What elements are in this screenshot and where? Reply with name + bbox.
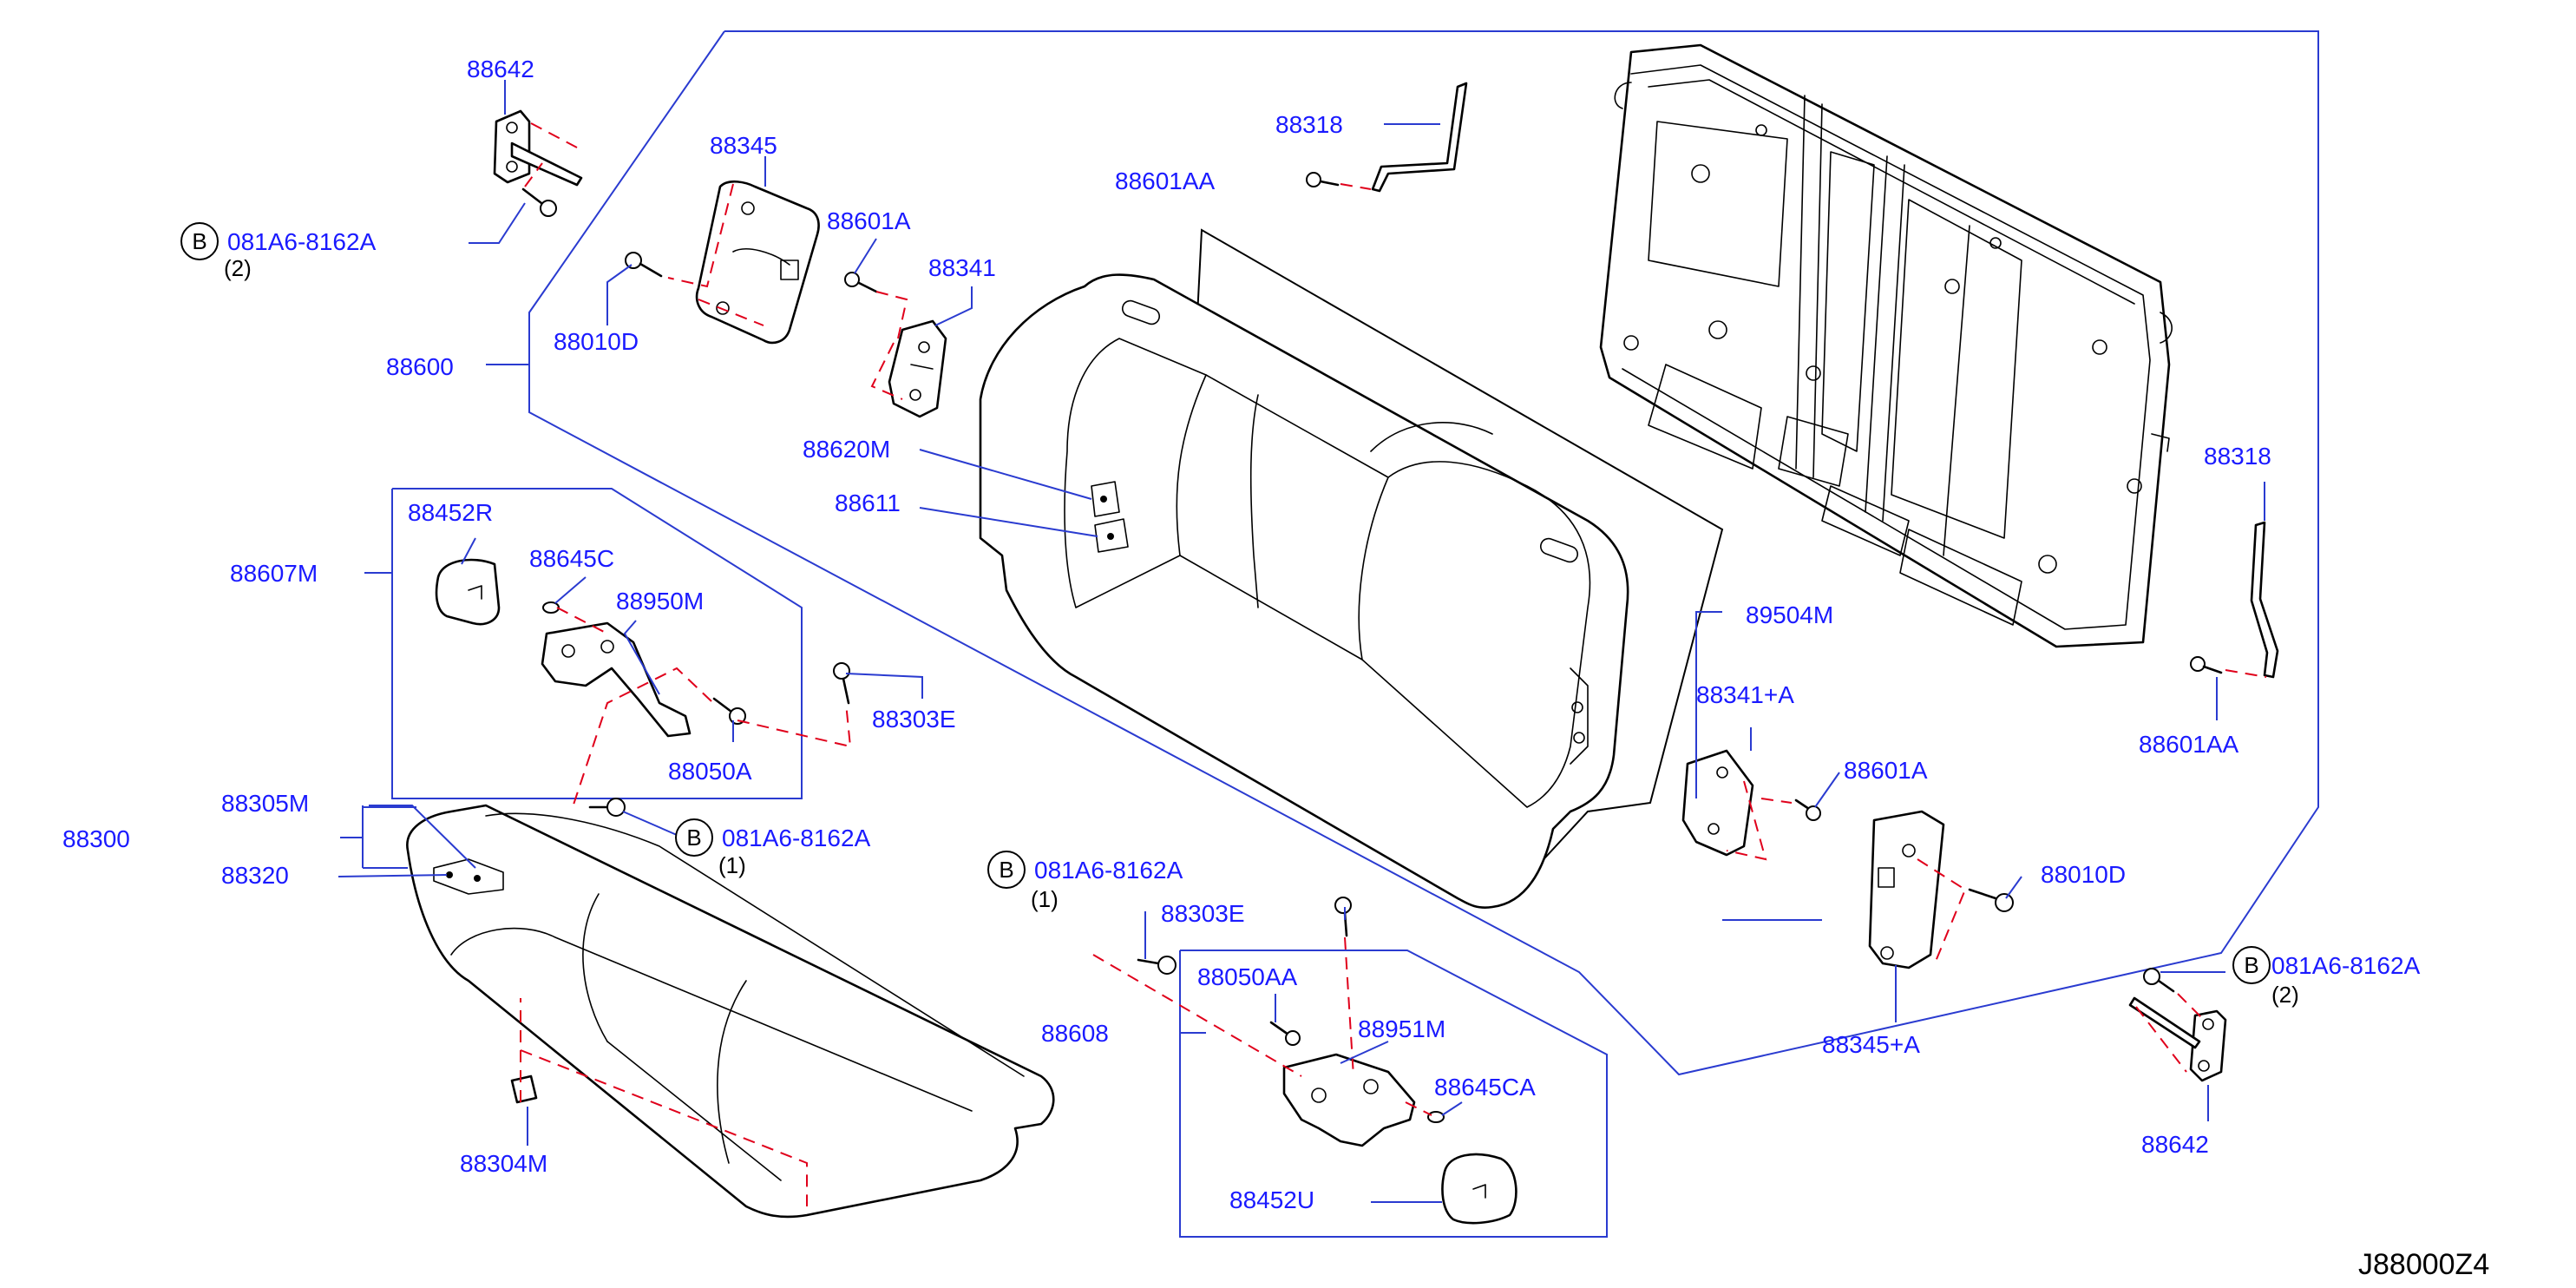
cap-88452u [1441, 1153, 1517, 1225]
clip-88304m [510, 1074, 538, 1104]
bolt-081a6-top [521, 187, 557, 217]
seat-cushion [406, 804, 1055, 1219]
label-88601a-right[interactable]: 88601A [1844, 757, 1928, 784]
washer-88645c [542, 601, 560, 614]
bolt-88303e-left [833, 662, 850, 705]
label-88341a[interactable]: 88341+A [1696, 681, 1794, 708]
label-88608[interactable]: 88608 [1041, 1020, 1109, 1047]
bracket-88341 [888, 319, 947, 418]
seat-back-cover [979, 228, 1724, 909]
bolt-88303e-right [1334, 897, 1352, 937]
label-88010d-right[interactable]: 88010D [2041, 861, 2126, 888]
svg-text:B: B [192, 228, 206, 254]
assembly-boundary-88600 [528, 30, 2319, 1076]
label-081a6-top[interactable]: 081A6-8162A [227, 228, 377, 255]
washer-88645ca [1427, 1111, 1445, 1123]
circle-b-marker-mid: B [675, 818, 713, 857]
label-88600[interactable]: 88600 [386, 353, 454, 380]
label-88010d-left[interactable]: 88010D [554, 328, 639, 355]
screw-88010d-left [625, 252, 663, 278]
label-tags-88620m-88611 [1091, 481, 1129, 553]
cap-88452r [435, 558, 501, 626]
label-88050a[interactable]: 88050A [668, 758, 752, 785]
circle-b-marker-right: B [2232, 946, 2271, 984]
hinge-88642-left [493, 109, 583, 187]
label-88607m[interactable]: 88607M [230, 560, 318, 587]
screw-88601a-top [844, 272, 878, 293]
label-88620m[interactable]: 88620M [803, 436, 890, 463]
label-88642-top[interactable]: 88642 [467, 56, 534, 82]
label-88950m[interactable]: 88950M [616, 588, 704, 614]
cover-88345 [695, 180, 820, 345]
bolt-081a6-right [2143, 968, 2175, 993]
bolt-081a6-low [1137, 956, 1177, 975]
label-88601aa-top[interactable]: 88601AA [1115, 168, 1216, 194]
rod-88318-top [1371, 82, 1468, 193]
label-88345[interactable]: 88345 [710, 132, 777, 159]
label-88645ca[interactable]: 88645CA [1434, 1074, 1536, 1101]
rod-88318-right [2250, 521, 2279, 679]
label-88320[interactable]: 88320 [221, 862, 289, 889]
label-88951m[interactable]: 88951M [1358, 1015, 1445, 1042]
qty-mid: (1) [718, 852, 746, 878]
label-88601a-top[interactable]: 88601A [827, 207, 911, 234]
circle-b-marker-low: B [987, 851, 1026, 889]
label-88611[interactable]: 88611 [835, 490, 901, 516]
group-boundary-88608 [1179, 950, 1608, 1238]
bracket-88341a [1681, 749, 1754, 857]
svg-text:B: B [2244, 952, 2258, 978]
screw-88601aa-right [2190, 656, 2223, 674]
screw-88010d-right [1968, 888, 2014, 912]
label-081a6-mid[interactable]: 081A6-8162A [722, 825, 871, 851]
qty-low: (1) [1031, 886, 1059, 912]
cover-88345a [1868, 810, 1945, 969]
label-88452u[interactable]: 88452U [1229, 1186, 1314, 1213]
diagram-code: J88000Z4 [2358, 1248, 2489, 1281]
label-88345a[interactable]: 88345+A [1822, 1031, 1920, 1058]
label-88050aa[interactable]: 88050AA [1197, 963, 1298, 990]
bolt-88050a [712, 697, 746, 725]
label-081a6-low[interactable]: 081A6-8162A [1034, 857, 1183, 884]
label-88341[interactable]: 88341 [928, 254, 996, 281]
bracket-88950m [541, 621, 692, 738]
qty-top: (2) [224, 255, 252, 281]
label-88645c[interactable]: 88645C [529, 545, 614, 572]
label-88318-right[interactable]: 88318 [2204, 443, 2271, 470]
circle-b-marker-top: B [180, 222, 219, 260]
qty-right: (2) [2271, 982, 2299, 1008]
label-88300[interactable]: 88300 [62, 825, 130, 852]
bracket-88951m [1282, 1053, 1416, 1147]
bolt-88050aa [1269, 1021, 1301, 1046]
label-081a6-right[interactable]: 081A6-8162A [2271, 952, 2421, 979]
screw-88601aa-top [1306, 172, 1340, 187]
assembly-lines [520, 122, 2267, 1206]
label-88303e-left[interactable]: 88303E [872, 706, 956, 733]
screw-88601a-right [1794, 798, 1821, 821]
label-89504m[interactable]: 89504M [1746, 601, 1833, 628]
seat-back-frame [1599, 43, 2173, 648]
group-boundary-88607m [391, 488, 803, 799]
label-88305m[interactable]: 88305M [221, 790, 309, 817]
bolt-081a6-mid [588, 798, 626, 817]
svg-text:B: B [686, 825, 701, 851]
label-88304m[interactable]: 88304M [460, 1150, 547, 1177]
hinge-88642-right [2128, 996, 2227, 1082]
label-88642-right[interactable]: 88642 [2141, 1131, 2209, 1158]
label-88303e-right[interactable]: 88303E [1161, 900, 1245, 927]
leader-lines [338, 80, 2265, 1203]
label-88452r[interactable]: 88452R [408, 499, 493, 526]
label-88601aa-right[interactable]: 88601AA [2139, 731, 2239, 758]
label-88318-top[interactable]: 88318 [1275, 111, 1343, 138]
svg-text:B: B [999, 857, 1013, 883]
